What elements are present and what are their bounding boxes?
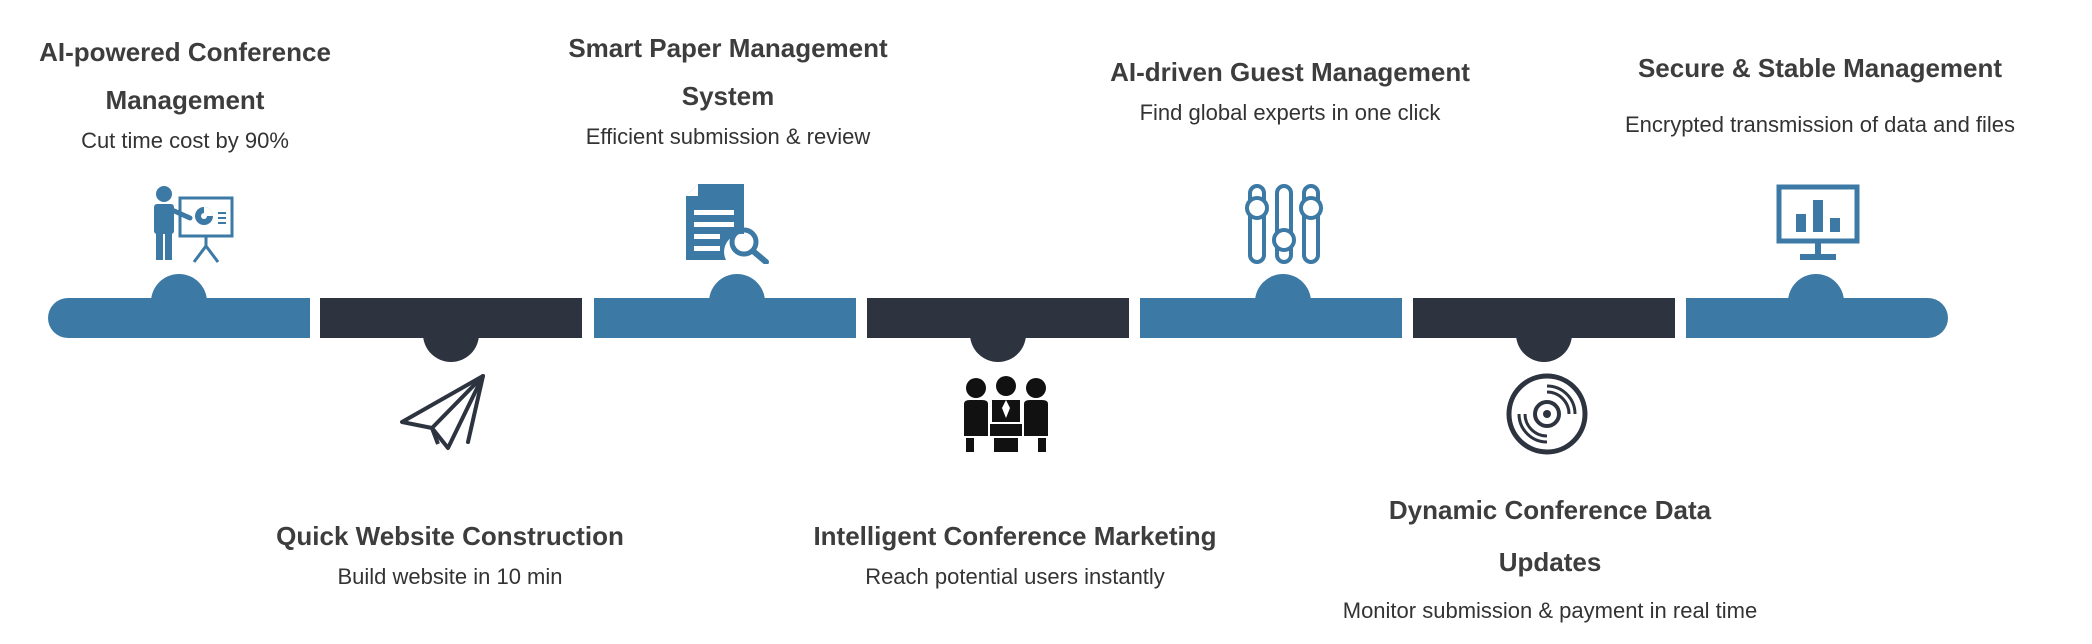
milestone-subtitle: Monitor submission & payment in real tim… xyxy=(1342,598,1758,623)
milestone-subtitle: Reach potential users instantly xyxy=(865,564,1165,589)
milestone-6: Dynamic Conference Data Updates Monitor … xyxy=(1320,484,1780,628)
milestone-title: Quick Website Construction xyxy=(276,521,624,551)
milestone-subtitle: Encrypted transmission of data and files xyxy=(1624,112,2016,137)
milestone-title: Smart Paper Management System xyxy=(568,33,888,111)
milestone-4: Intelligent Conference Marketing Reach p… xyxy=(800,512,1230,594)
people-group-icon xyxy=(964,374,1048,452)
milestone-title: Intelligent Conference Marketing xyxy=(813,521,1217,551)
milestone-subtitle: Cut time cost by 90% xyxy=(81,128,289,153)
disc-icon xyxy=(1505,372,1589,456)
milestone-subtitle: Efficient submission & review xyxy=(585,124,871,149)
milestone-title: Dynamic Conference Data Updates xyxy=(1388,495,1712,577)
milestone-title: AI-driven Guest Management xyxy=(1110,57,1470,87)
milestone-7: Secure & Stable Management Encrypted tra… xyxy=(1600,44,2040,142)
milestone-title: Secure & Stable Management xyxy=(1637,53,2003,83)
sliders-icon xyxy=(1244,184,1324,264)
timeline-knob-1 xyxy=(151,274,207,330)
monitor-chart-icon xyxy=(1776,184,1860,264)
paper-plane-icon xyxy=(398,372,488,452)
milestone-title: AI-powered Conference Management xyxy=(39,37,331,115)
milestone-subtitle: Find global experts in one click xyxy=(1139,100,1441,125)
milestone-1: AI-powered Conference Management Cut tim… xyxy=(30,28,340,158)
document-search-icon xyxy=(686,184,770,264)
milestone-subtitle: Build website in 10 min xyxy=(337,564,563,589)
milestone-2: Quick Website Construction Build website… xyxy=(250,512,650,594)
timeline-knob-5 xyxy=(1255,274,1311,330)
timeline-knob-2 xyxy=(423,306,479,362)
timeline-knob-7 xyxy=(1788,274,1844,330)
timeline-knob-3 xyxy=(709,274,765,330)
timeline-knob-4 xyxy=(970,306,1026,362)
milestone-3: Smart Paper Management System Efficient … xyxy=(560,24,896,154)
timeline-knob-6 xyxy=(1516,306,1572,362)
milestone-5: AI-driven Guest Management Find global e… xyxy=(1090,48,1490,130)
presenter-chart-icon xyxy=(146,184,236,264)
